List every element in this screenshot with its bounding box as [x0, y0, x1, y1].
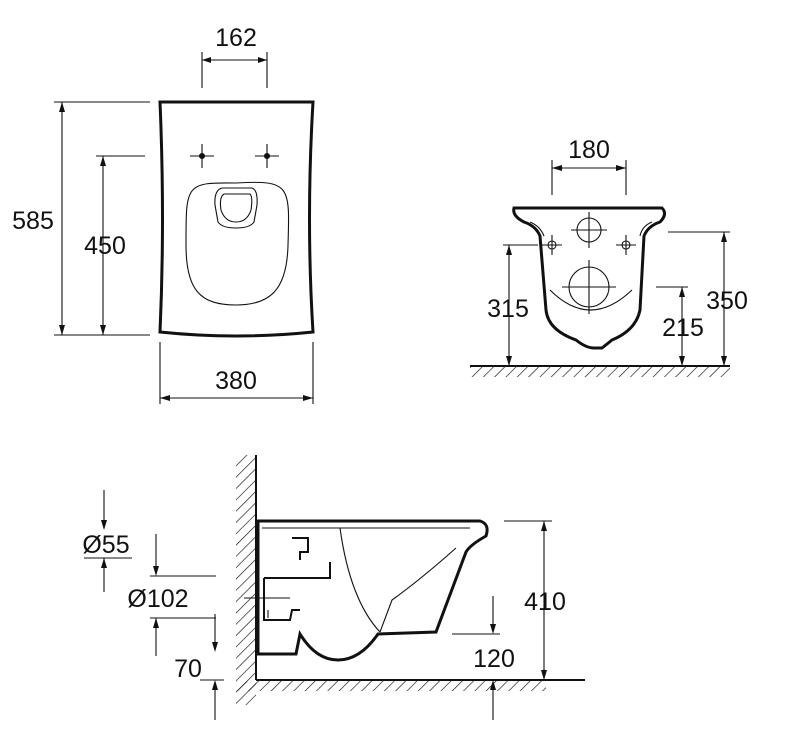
rear-view-fixing-right-icon — [616, 235, 636, 255]
dim-215 — [656, 286, 688, 366]
side-view-wall-hatch — [236, 455, 256, 705]
dim-d55 — [84, 490, 159, 592]
dim-315 — [503, 244, 538, 366]
rear-view: 180 315 350 215 — [470, 136, 748, 377]
dim-410 — [504, 520, 552, 680]
dim-70 — [200, 614, 224, 720]
dim-450-label: 450 — [84, 232, 126, 260]
dim-215-label: 215 — [662, 314, 704, 342]
rear-view-outlet-icon — [562, 260, 616, 314]
dim-70-label: 70 — [174, 655, 202, 683]
dim-585-label: 585 — [12, 207, 54, 235]
dim-410-label: 410 — [524, 588, 566, 616]
dim-162 — [201, 52, 268, 88]
dim-450 — [96, 155, 145, 335]
dim-120-label: 120 — [473, 645, 515, 673]
dim-d102-label: Ø102 — [127, 585, 188, 613]
side-view: Ø55 Ø102 70 120 — [82, 455, 585, 720]
rear-view-body-outline — [512, 206, 667, 350]
top-view-fixing-right-icon — [255, 144, 279, 168]
dim-180 — [551, 160, 627, 195]
side-view-floor-hatch — [236, 681, 546, 691]
dim-350-label: 350 — [706, 287, 748, 315]
rear-view-inlet-icon — [571, 212, 607, 248]
top-view-fixing-left-icon — [190, 144, 214, 168]
dim-380-label: 380 — [215, 367, 257, 395]
rear-view-floor-hatch — [470, 367, 730, 377]
side-view-bowl-outline — [256, 519, 489, 662]
top-view-outlet — [214, 187, 258, 229]
dim-162-label: 162 — [215, 24, 257, 52]
dim-315-label: 315 — [487, 295, 529, 323]
dim-350 — [668, 231, 730, 366]
dim-d102 — [150, 575, 216, 656]
dim-585 — [54, 101, 150, 336]
top-view-bowl-outline — [158, 100, 315, 338]
rear-view-fixing-left-icon — [542, 235, 562, 255]
dim-380 — [159, 342, 314, 404]
dim-180-label: 180 — [568, 136, 610, 164]
dim-120 — [452, 596, 500, 720]
top-view: 162 585 450 380 — [12, 24, 315, 404]
top-view-inner-basin — [185, 181, 290, 306]
dim-d55-label: Ø55 — [82, 531, 129, 559]
